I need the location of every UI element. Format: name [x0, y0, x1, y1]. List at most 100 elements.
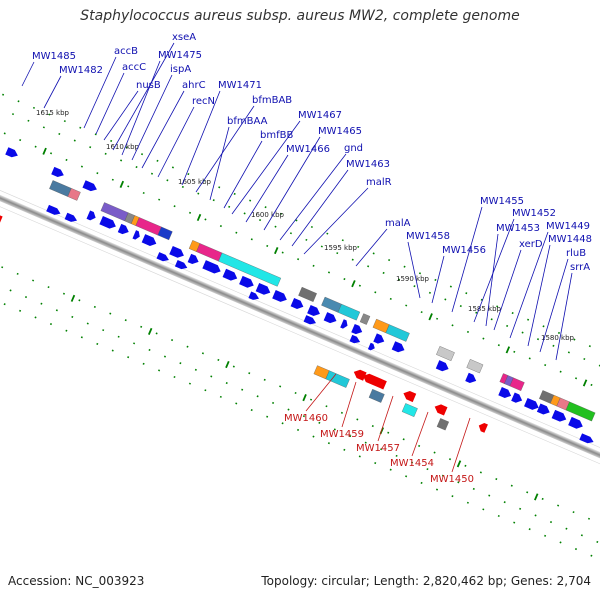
- gene-box: [298, 286, 317, 302]
- scale-tick: [341, 239, 344, 242]
- scale-tick: [318, 421, 321, 424]
- scale-tick: [534, 514, 537, 517]
- label-leader-line: [245, 154, 289, 223]
- scale-tick: [327, 271, 331, 274]
- scale-tick: [32, 106, 36, 109]
- scale-tick: [526, 491, 529, 494]
- forward-gene-arrow: [579, 433, 594, 444]
- scale-tick: [402, 438, 405, 441]
- scale-tick: [111, 178, 114, 181]
- scale-tick: [79, 126, 82, 129]
- gene-boxes: [49, 180, 596, 431]
- scale-tick: [210, 375, 213, 378]
- reverse-gene-arrow: [362, 373, 387, 390]
- scale-tick: [279, 385, 282, 388]
- forward-gene-arrow: [51, 166, 64, 178]
- scale-tick: [241, 388, 244, 391]
- label-leader-line: [141, 90, 185, 169]
- scale-tick: [510, 484, 513, 487]
- gene-labels: MW1485MW1482accBaccCnusBxseAMW1475ispAah…: [32, 32, 592, 485]
- scale-tick: [482, 508, 485, 511]
- scale-tick: [289, 232, 292, 235]
- forward-gene-label: xerD: [519, 239, 543, 250]
- scale-tick: [544, 534, 547, 537]
- forward-gene-arrow: [435, 360, 449, 372]
- scale-tick: [250, 238, 253, 241]
- scale-tick: [482, 337, 485, 340]
- scale-tick: [340, 411, 343, 414]
- scale-tick: [279, 212, 283, 215]
- forward-gene-arrow: [82, 180, 97, 192]
- forward-gene-arrow: [248, 291, 259, 300]
- scale-tick: [496, 305, 499, 308]
- forward-gene-label: ahrC: [182, 80, 206, 91]
- kbp-marker-label: 1585 kbp: [468, 305, 502, 313]
- label-leader-line: [377, 395, 394, 442]
- major-tick: [302, 394, 307, 402]
- label-leader-line: [407, 241, 421, 299]
- scale-tick: [204, 389, 207, 392]
- forward-gene-label: MW1458: [406, 231, 450, 242]
- gene-arrows: [0, 139, 594, 444]
- forward-gene-label: bmfBB: [260, 130, 293, 141]
- forward-gene-label: srrA: [570, 262, 590, 273]
- scale-tick: [256, 395, 259, 398]
- reverse-gene-arrow: [403, 391, 417, 403]
- scale-tick: [371, 425, 374, 428]
- forward-gene-arrow: [0, 139, 1, 151]
- forward-gene-arrow: [391, 341, 405, 353]
- gene-box: [359, 313, 371, 325]
- scale-tick: [405, 304, 408, 307]
- scale-tick: [127, 356, 130, 359]
- scale-tick: [219, 395, 222, 398]
- scale-tick: [187, 173, 190, 176]
- forward-gene-arrow: [46, 204, 61, 215]
- scale-tick: [444, 298, 447, 301]
- scale-tick: [219, 225, 222, 228]
- forward-gene-arrow: [5, 147, 18, 158]
- forward-gene-label: malR: [366, 177, 392, 188]
- reverse-gene-label: MW1457: [356, 443, 400, 454]
- label-leader-line: [411, 411, 429, 457]
- scale-tick: [389, 297, 392, 300]
- kbp-marker-label: 1595 kbp: [324, 244, 358, 252]
- accession-text: Accession: NC_003923: [8, 574, 145, 588]
- forward-gene-arrow: [272, 290, 287, 302]
- label-leader-line: [341, 381, 357, 428]
- major-tick: [428, 313, 433, 321]
- scale-tick: [47, 286, 50, 289]
- scale-tick: [281, 251, 284, 254]
- forward-gene-arrow: [498, 386, 512, 399]
- genome-strip: [0, 93, 600, 557]
- scale-tick: [472, 487, 475, 491]
- label-leader-line: [485, 233, 499, 327]
- gene-box: [337, 303, 361, 321]
- scale-tick: [124, 319, 127, 322]
- scale-tick: [413, 285, 416, 288]
- reverse-gene-label: MW1450: [430, 474, 474, 485]
- label-leader-line: [451, 206, 483, 313]
- scale-tick: [364, 441, 367, 444]
- scale-tick: [235, 231, 238, 234]
- forward-gene-label: MW1463: [346, 159, 390, 170]
- scale-tick: [58, 132, 61, 136]
- scale-tick: [296, 428, 300, 432]
- scale-tick: [451, 495, 454, 498]
- kbp-marker-label: 1590 kbp: [396, 275, 430, 283]
- label-leader-line: [473, 218, 515, 323]
- label-leader-line: [509, 231, 549, 339]
- gene-box: [49, 180, 72, 197]
- scale-tick: [310, 225, 313, 229]
- scale-tick: [125, 146, 128, 149]
- scale-ticks: [1, 93, 600, 557]
- reverse-gene-label: MW1459: [320, 429, 364, 440]
- scale-tick: [17, 100, 20, 103]
- scale-tick: [102, 329, 105, 332]
- forward-gene-label: MW1455: [480, 196, 524, 207]
- scale-tick: [272, 401, 275, 404]
- forward-gene-arrow: [86, 210, 96, 221]
- scale-tick: [596, 540, 599, 543]
- label-leader-line: [209, 126, 230, 201]
- label-leader-line: [431, 255, 445, 304]
